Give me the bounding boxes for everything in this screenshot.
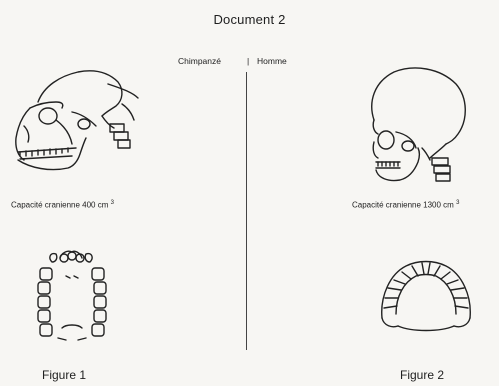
column-label-chimpanzee: Chimpanzé — [178, 56, 221, 66]
vertical-divider — [246, 72, 247, 350]
chimpanzee-capacity-text: Capacité cranienne 400 cm — [11, 201, 108, 210]
column-label-human: Homme — [257, 56, 287, 66]
human-capacity-label: Capacité cranienne 1300 cm 3 — [352, 200, 459, 210]
chimpanzee-capacity-exponent: 3 — [111, 200, 114, 206]
column-separator-mark: | — [247, 56, 249, 66]
human-capacity-text: Capacité cranienne 1300 cm — [352, 201, 454, 210]
human-dental-arch-drawing — [376, 256, 476, 336]
human-skull-drawing — [360, 62, 480, 192]
chimpanzee-dental-arch-drawing — [28, 248, 118, 348]
chimpanzee-skull-drawing — [10, 64, 145, 184]
chimpanzee-capacity-label: Capacité cranienne 400 cm 3 — [11, 200, 114, 210]
figure-1-caption: Figure 1 — [42, 368, 86, 382]
figure-2-caption: Figure 2 — [400, 368, 444, 382]
human-capacity-exponent: 3 — [456, 200, 459, 206]
document-title: Document 2 — [0, 12, 499, 27]
